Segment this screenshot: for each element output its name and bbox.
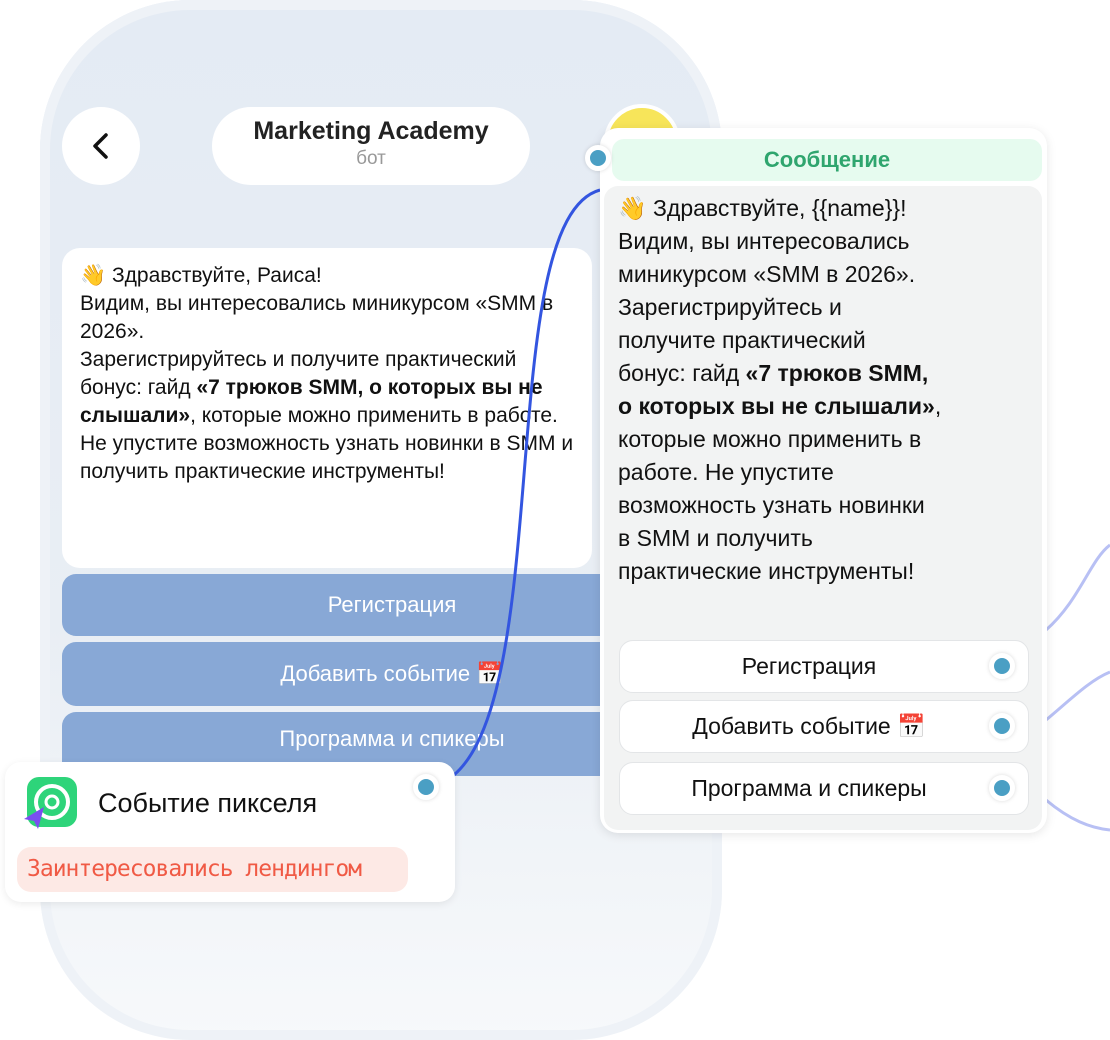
node-button-add-event[interactable]: Добавить событие 📅 [619, 700, 1029, 753]
node-button-program[interactable]: Программа и спикеры [619, 762, 1029, 815]
message-text: Видим, вы интересовались миникурсом «SMM… [80, 292, 554, 399]
button-label: Регистрация [741, 653, 877, 679]
output-port[interactable] [413, 774, 439, 800]
branch-line [1045, 670, 1110, 722]
message-text: Видим, вы интересовались миникурсом «SMM… [618, 228, 916, 386]
branch-line [1045, 798, 1110, 832]
button-label: Добавить событие 📅 [692, 713, 926, 739]
message-bold: «7 трюков SMM, о которых вы не слышали» [618, 360, 935, 419]
output-port-add-event[interactable] [989, 713, 1015, 739]
chat-message: 👋 Здравствуйте, Раиса! Видим, вы интерес… [62, 248, 592, 568]
message-node-header: Сообщение [612, 139, 1042, 181]
message-node[interactable]: Сообщение 👋 Здравствуйте, {{name}}! Види… [600, 128, 1047, 833]
chat-subtitle: бот [356, 148, 386, 169]
node-button-register[interactable]: Регистрация [619, 640, 1029, 693]
chat-header: Marketing Academy бот [212, 107, 530, 185]
greeting: 👋 Здравствуйте, {{name}}! [618, 195, 907, 221]
pixel-event-node[interactable]: Событие пикселя Заинтересовались лендинг… [5, 762, 455, 902]
chat-title: Marketing Academy [253, 117, 489, 145]
connector-line [439, 188, 601, 786]
output-port-program[interactable] [989, 775, 1015, 801]
pixel-node-title: Событие пикселя [98, 788, 318, 818]
input-port[interactable] [585, 145, 611, 171]
message-text-2: , которые можно применить в работе. Не у… [80, 404, 574, 483]
back-button[interactable] [62, 107, 140, 185]
branch-line [1045, 543, 1110, 632]
chevron-left-icon [93, 133, 108, 159]
pixel-target-icon [24, 777, 77, 829]
pixel-event-tag: Заинтересовались лендингом [17, 847, 408, 892]
button-label: Программа и спикеры [691, 775, 927, 801]
connectors [439, 188, 1110, 832]
greeting: 👋 Здравствуйте, Раиса! [80, 264, 322, 287]
message-text-2: , которые можно применить в работе. Не у… [618, 393, 942, 584]
output-port-register[interactable] [989, 653, 1015, 679]
